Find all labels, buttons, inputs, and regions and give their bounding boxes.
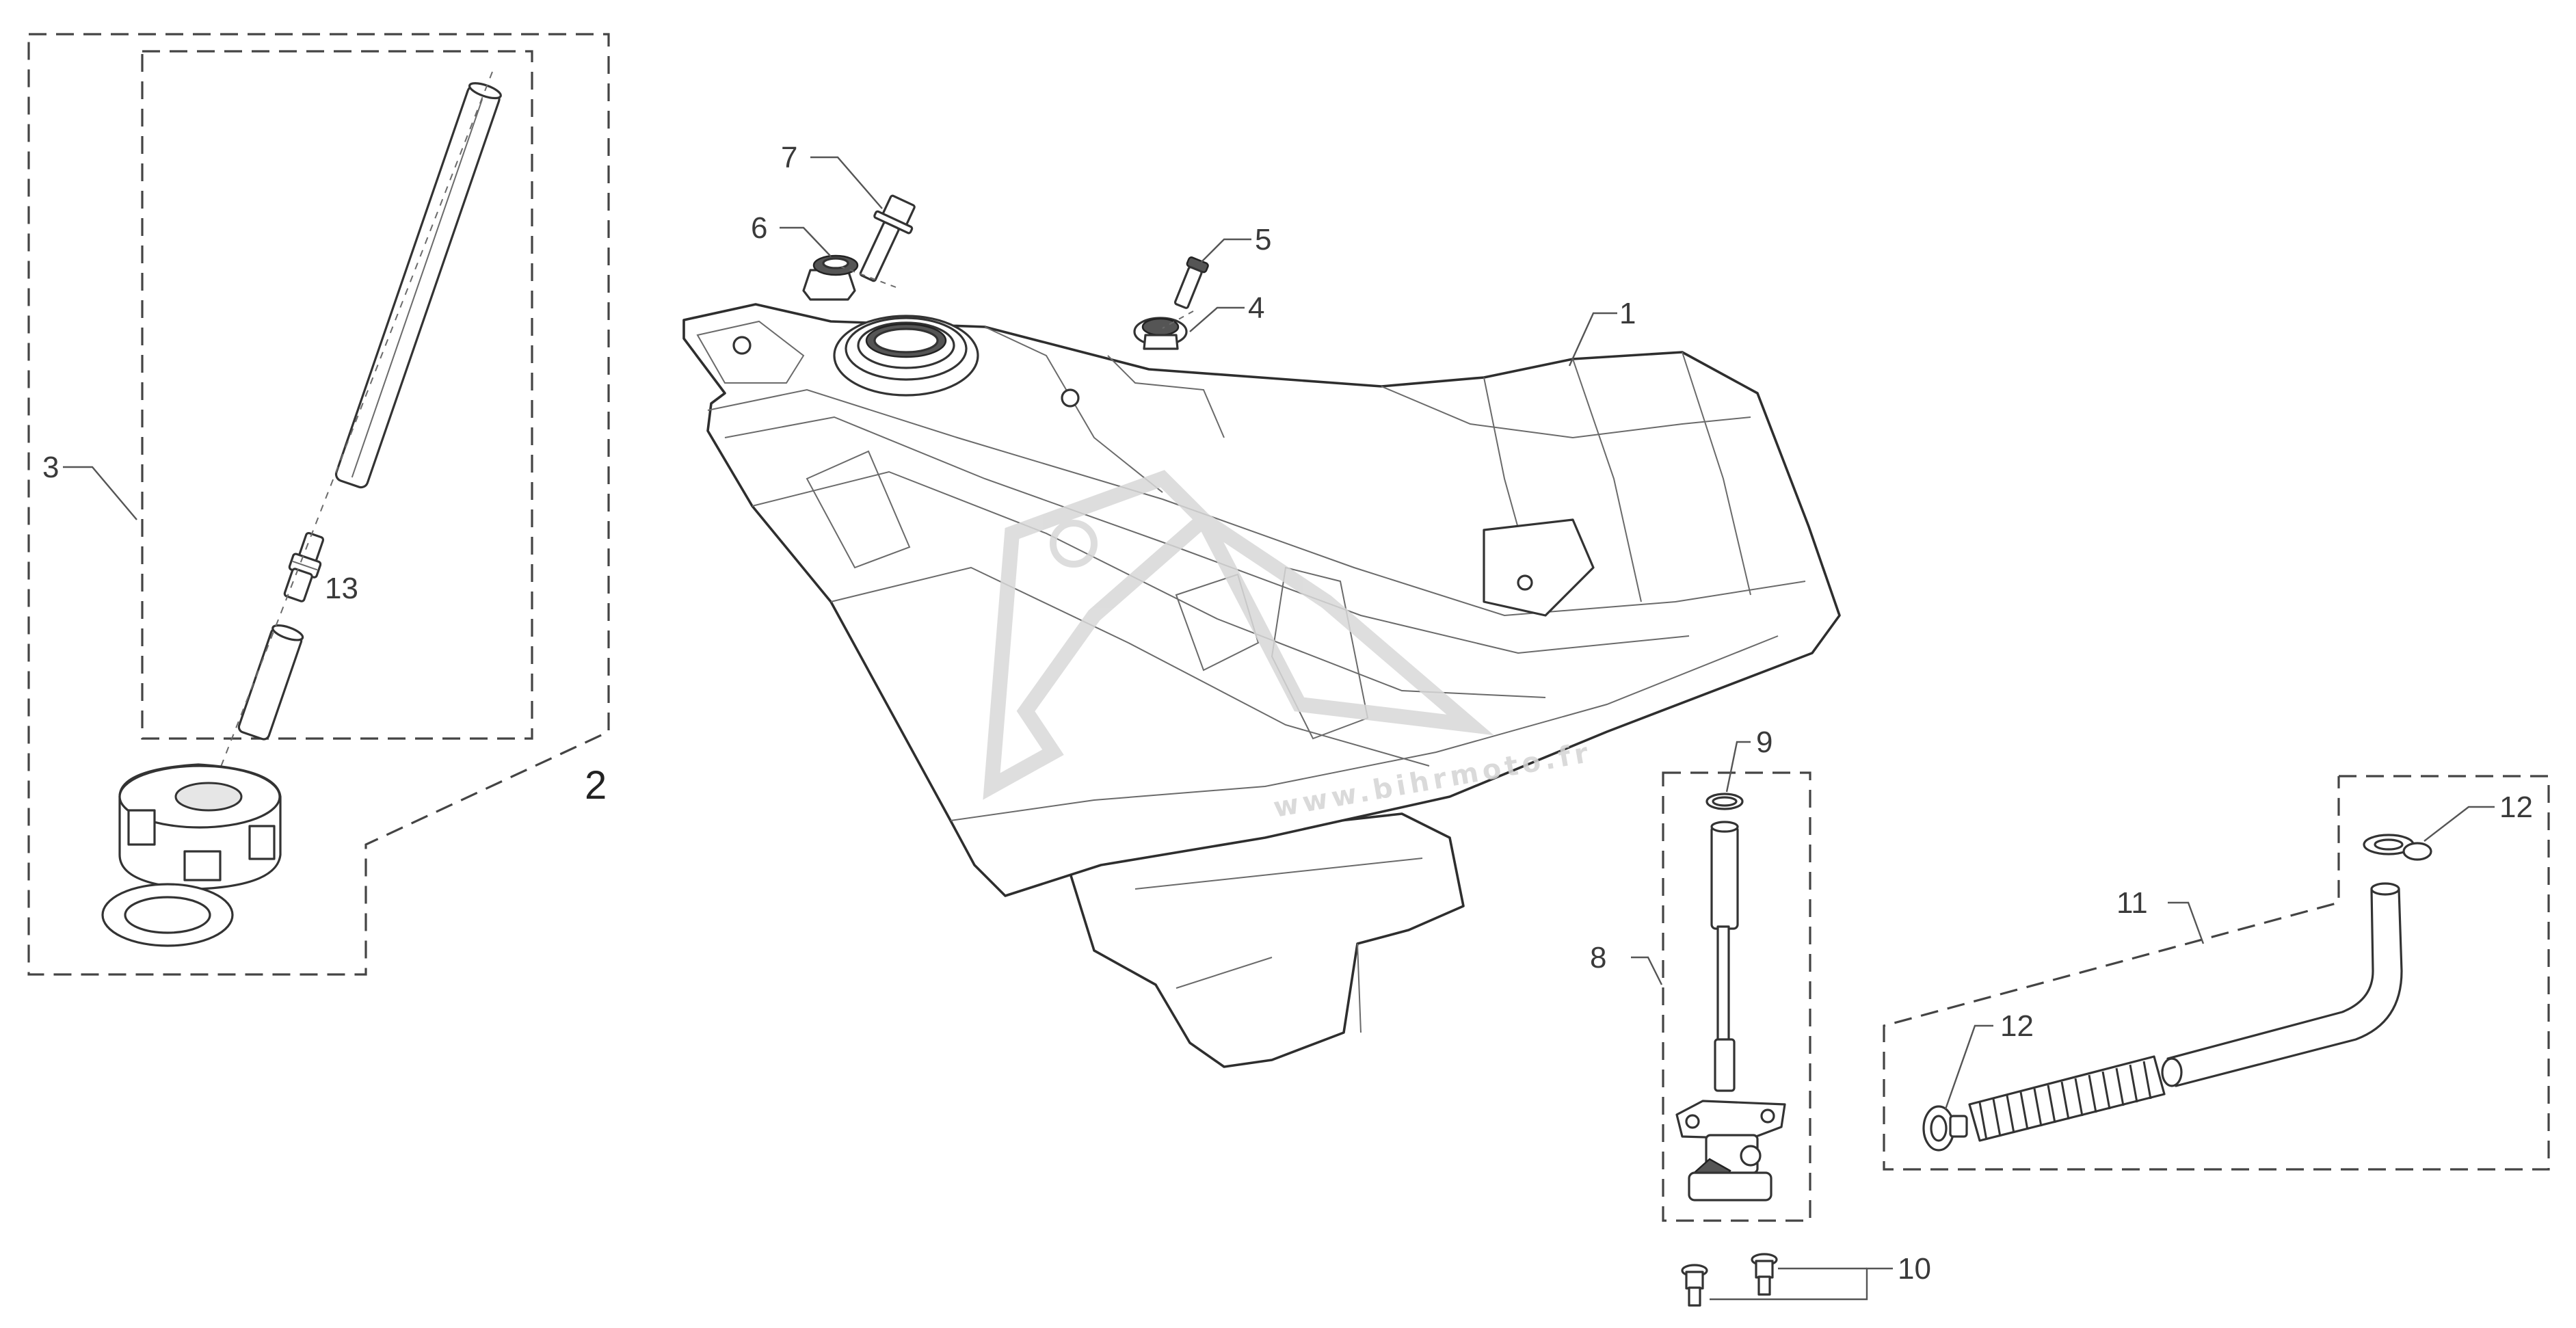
callout-2: 2 xyxy=(585,763,607,808)
tap-stem xyxy=(1716,925,1730,1044)
small-screw xyxy=(1173,256,1209,309)
fuel-cap xyxy=(118,763,282,890)
tap-screw xyxy=(1681,1264,1708,1307)
rubber-bushing xyxy=(802,254,859,301)
hose-protective-spring xyxy=(1968,1055,2166,1142)
callout-5: 5 xyxy=(1255,223,1271,256)
leader-7 xyxy=(810,156,883,209)
leader-8 xyxy=(1631,956,1663,985)
leader-11 xyxy=(2168,901,2205,944)
group-3-outline xyxy=(141,50,533,740)
leader-12-upper xyxy=(2424,806,2495,842)
fuel-tank xyxy=(682,303,1841,1068)
tank-filler-neck xyxy=(833,315,979,397)
leader-6 xyxy=(780,226,832,257)
fuel-tap-assembly: 9 8 xyxy=(1590,726,1811,1222)
tap-screws: 10 xyxy=(1681,1252,1931,1307)
fuel-tap-body xyxy=(1675,1100,1786,1201)
group-8-outline xyxy=(1662,771,1811,1222)
fuel-hose-assembly: 11 12 12 xyxy=(1883,775,2550,1171)
cap-assembly-group: 3 13 2 xyxy=(27,33,610,976)
short-tube xyxy=(237,624,304,741)
tank-hardware: 7 6 5 4 1 xyxy=(751,141,1636,367)
callout-6: 6 xyxy=(751,211,767,245)
callout-12-upper: 12 xyxy=(2499,791,2533,824)
breather-tube xyxy=(334,82,502,489)
cap-seal-ring xyxy=(101,883,234,947)
tube-connector-fitting xyxy=(283,531,325,602)
grommet xyxy=(1133,317,1188,350)
callout-8: 8 xyxy=(1590,941,1606,974)
assembly-axis xyxy=(204,71,493,808)
callout-1: 1 xyxy=(1619,297,1636,330)
callout-9: 9 xyxy=(1756,726,1772,759)
callout-7: 7 xyxy=(781,141,797,174)
leader-3 xyxy=(63,466,137,520)
tap-filter-tube xyxy=(1710,825,1739,930)
callout-3: 3 xyxy=(42,451,59,484)
callout-12-lower: 12 xyxy=(2000,1009,2034,1043)
callout-10: 10 xyxy=(1898,1252,1931,1286)
group-11-outline xyxy=(1883,775,2550,1171)
callout-4: 4 xyxy=(1248,291,1264,325)
group-2-outline xyxy=(27,33,610,976)
leader-5 xyxy=(1199,238,1251,264)
fuel-hose xyxy=(2166,888,2403,1087)
hose-clamp-lower xyxy=(1922,1105,1968,1152)
leader-1 xyxy=(1568,312,1617,367)
callout-11: 11 xyxy=(2116,886,2148,920)
callout-13: 13 xyxy=(325,572,358,605)
tank-main-body xyxy=(682,303,1841,897)
tank-lower-sump xyxy=(1062,812,1465,1068)
leader-4 xyxy=(1189,306,1245,332)
leader-9 xyxy=(1725,741,1751,793)
tank-rear-mount xyxy=(1483,518,1595,617)
tap-screw xyxy=(1751,1253,1778,1296)
mounting-bolt xyxy=(859,194,916,282)
leader-12-lower xyxy=(1944,1024,1993,1110)
leader-10 xyxy=(1710,1267,1893,1301)
hose-clamp-upper xyxy=(2363,834,2432,861)
